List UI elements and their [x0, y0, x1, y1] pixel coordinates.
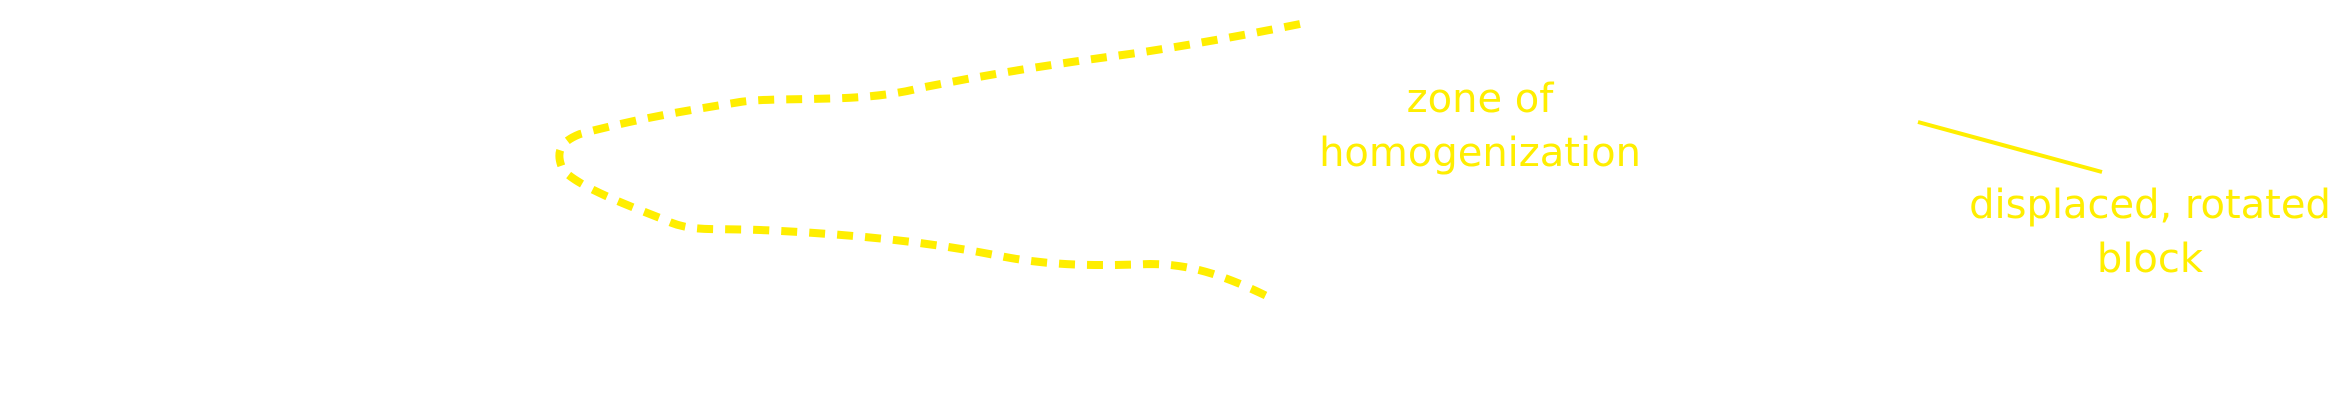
- displaced-rotated-block-label: displaced, rotated block: [1920, 178, 2344, 286]
- block-pointer-line: [1917, 120, 2103, 174]
- zone-label-line-1: zone of: [1406, 76, 1554, 122]
- block-label-line-2: block: [2096, 236, 2204, 282]
- zone-label-line-2: homogenization: [1319, 130, 1641, 176]
- zone-boundary-dashed-line: [555, 20, 1301, 304]
- block-label-line-1: displaced, rotated: [1969, 182, 2331, 228]
- zone-of-homogenization-label: zone of homogenization: [1260, 72, 1700, 180]
